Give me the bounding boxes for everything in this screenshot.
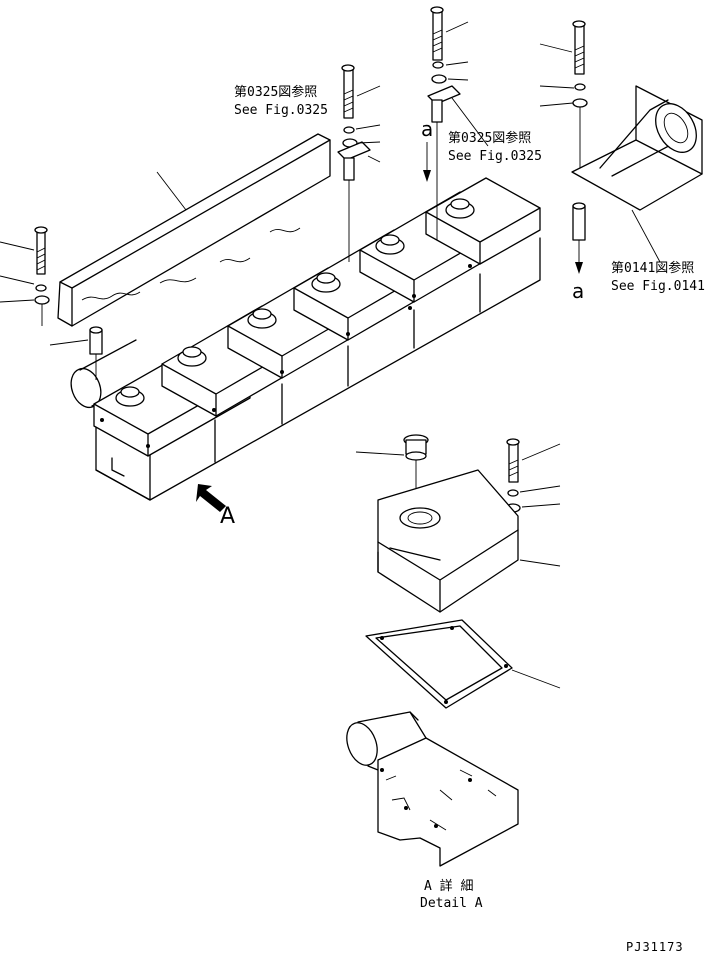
detail-a-gasket [365, 619, 561, 709]
bracket-assembly [539, 20, 703, 274]
ref-0325-a-jp: 第0325図参照 [234, 85, 318, 100]
cylinder-head-assembly [70, 177, 541, 501]
ref-0325-b-en: See Fig.0325 [448, 149, 542, 164]
ref-0325-a-en: See Fig.0325 [234, 103, 328, 118]
detail-a-title-jp: A 詳 細 [424, 879, 474, 894]
side-cover-leader [156, 171, 187, 211]
center-fasteners [337, 6, 489, 262]
side-cover [57, 133, 331, 327]
ref-0141-jp: 第0141図参照 [611, 261, 695, 276]
view-arrow [196, 484, 226, 512]
view-arrow-label: A [220, 504, 236, 529]
detail-a-cover [377, 469, 561, 613]
marker-a-bottom: a [572, 279, 585, 303]
ref-0325-b-jp: 第0325図参照 [448, 131, 532, 146]
marker-a-top: a [421, 117, 434, 141]
drawing-id: PJ31173 [626, 940, 684, 953]
ref-0141-en: See Fig.0141 [611, 279, 705, 294]
left-fasteners [0, 226, 103, 380]
detail-a-title-en: Detail A [420, 896, 483, 911]
detail-a-head [346, 711, 519, 867]
detail-a-fasteners [355, 434, 561, 548]
